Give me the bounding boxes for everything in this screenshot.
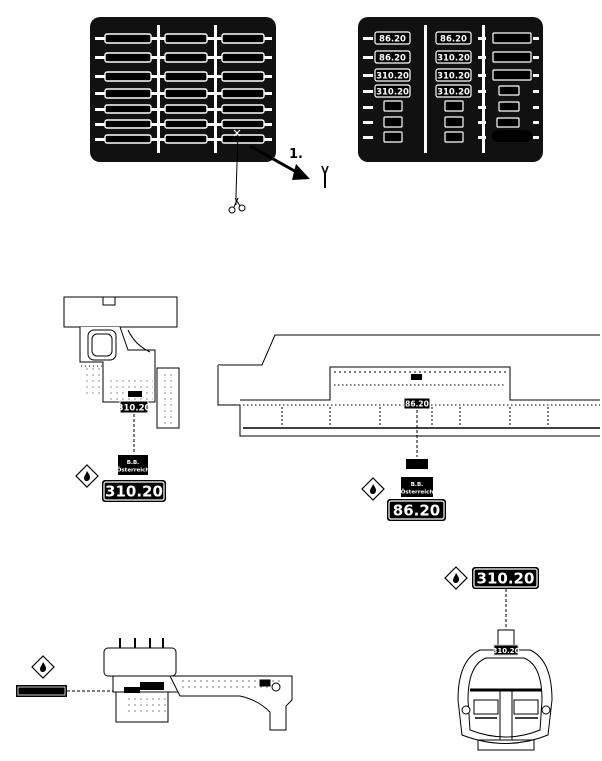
sprue-plate-86-3: 86.20 xyxy=(379,54,406,64)
country-plate-left-line2: Österreich xyxy=(117,467,150,474)
large-plate-right-number: 310.20 xyxy=(477,570,535,588)
step-label: 1. xyxy=(289,147,303,162)
glue-drop-icon xyxy=(444,566,468,590)
glue-drop-icon xyxy=(361,477,385,501)
sprue-plate-310-1: 310.20 xyxy=(437,54,470,64)
chassis-side-view xyxy=(103,638,293,731)
cut-step: 1. xyxy=(233,129,310,205)
decal-sprue-blank xyxy=(90,17,276,162)
country-plate-middle: B.B. Österreich xyxy=(401,477,434,497)
country-plate-middle-line2: Österreich xyxy=(401,489,434,496)
country-plate-left: B.B. Österreich xyxy=(117,455,150,475)
small-long-plate xyxy=(16,685,67,697)
hood-side-view xyxy=(217,334,600,457)
hood-plates: 86.20 xyxy=(403,374,431,469)
large-plate-left: 310.20 xyxy=(102,480,166,502)
sprue-plate-310-2: 310.20 xyxy=(376,72,409,82)
sprue-plate-310-4: 310.20 xyxy=(376,88,409,98)
decal-sprue-printed: 86.20 86.20 86.20 310.20 310.20 310.20 3… xyxy=(358,17,543,162)
hood-plate-small: 86.20 xyxy=(405,400,429,409)
sprue-plate-310-3: 310.20 xyxy=(437,72,470,82)
country-plate-middle-line1: B.B. xyxy=(411,482,424,488)
cab-side-view xyxy=(63,296,180,452)
country-plate-left-line1: B.B. xyxy=(127,460,140,466)
sprue-plate-86-1: 86.20 xyxy=(379,35,406,45)
front-plate-number: 310.20 xyxy=(492,647,519,655)
large-plate-left-number: 310.20 xyxy=(105,483,163,501)
cab-plate-small: 310.20 xyxy=(118,404,151,414)
large-plate-middle-number: 86.20 xyxy=(393,502,440,520)
sprue-plate-86-2: 86.20 xyxy=(440,35,467,45)
tweezers-icon xyxy=(321,165,329,188)
glue-drop-icon xyxy=(75,464,99,488)
scissors-icon xyxy=(228,197,246,214)
front-plate: 310.20 xyxy=(492,644,520,656)
large-plate-middle: 86.20 xyxy=(387,499,446,521)
large-plate-right: 310.20 xyxy=(472,567,539,589)
glue-drop-icon xyxy=(31,655,55,679)
cab-plates: 310.20 xyxy=(118,391,151,414)
chassis-plates xyxy=(124,682,164,693)
sprue-plate-310-5: 310.20 xyxy=(437,88,470,98)
